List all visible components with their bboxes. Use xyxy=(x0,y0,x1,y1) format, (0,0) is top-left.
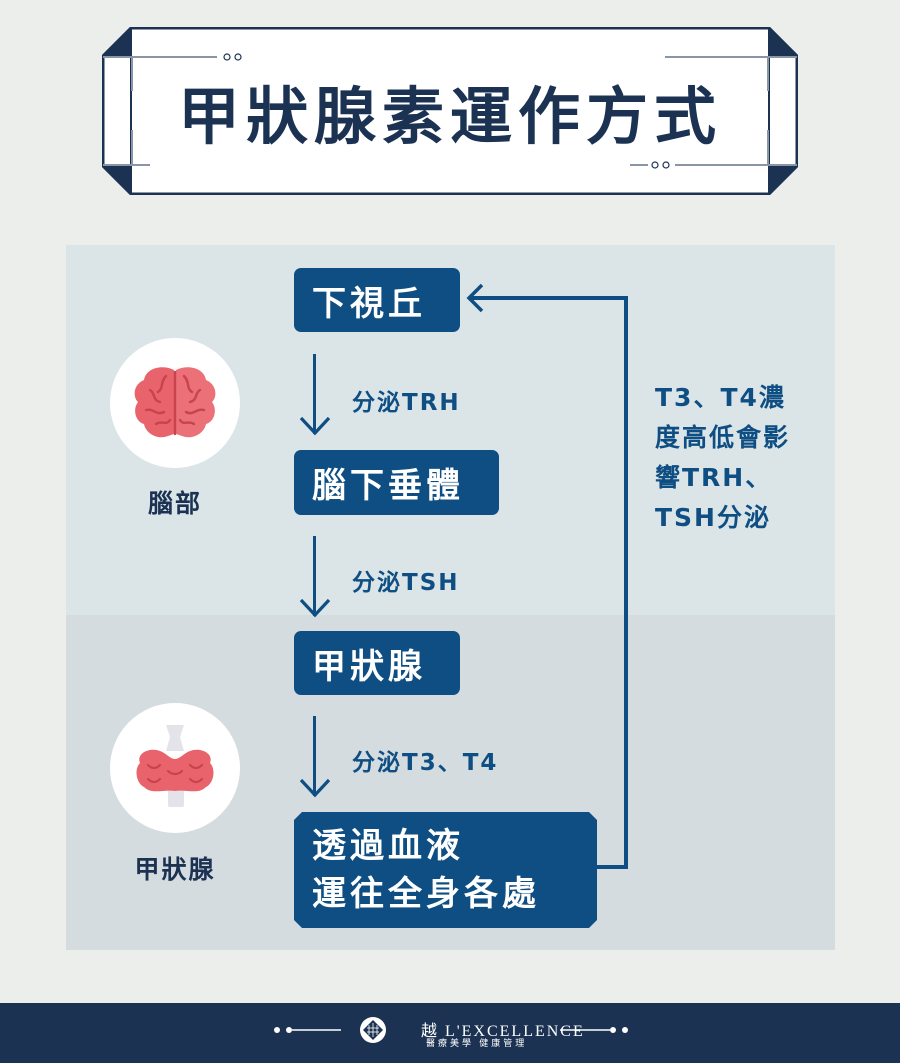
step-label-line2: 運往全身各處 xyxy=(312,874,540,914)
step-label-line1: 透過血液 xyxy=(312,826,464,866)
brain-icon xyxy=(134,367,216,438)
step-label: 腦下垂體 xyxy=(312,466,464,506)
arrow-2-shaft xyxy=(313,536,316,616)
step-pituitary: 腦下垂體 xyxy=(294,450,499,515)
arrow-down-icon xyxy=(299,778,331,798)
feedback-line: 度高低會影 xyxy=(655,423,791,452)
arrow-3-shaft xyxy=(313,716,316,796)
feedback-loop-arrow xyxy=(466,283,628,869)
title-banner: 甲狀腺素運作方式 xyxy=(102,27,798,195)
arrow-1-shaft xyxy=(313,354,316,434)
step-thyroid: 甲狀腺 xyxy=(294,631,460,695)
feedback-line: T3、T4濃 xyxy=(655,383,786,412)
brain-label: 腦部 xyxy=(147,489,202,518)
step-label: 甲狀腺 xyxy=(312,646,426,687)
arrow-down-icon xyxy=(299,598,331,618)
feedback-line: 響TRH、 xyxy=(655,463,773,492)
brand-name: 越 L'EXCELLENCE xyxy=(421,1023,585,1040)
footer-bar xyxy=(0,1003,900,1063)
page-title: 甲狀腺素運作方式 xyxy=(177,80,722,153)
step-hypothalamus: 下視丘 xyxy=(294,268,460,332)
feedback-line: TSH分泌 xyxy=(655,503,771,532)
thyroid-icon xyxy=(136,725,214,807)
arrow-label-trh: 分泌TRH xyxy=(352,390,461,416)
footer-divider-left xyxy=(274,1027,341,1033)
brand-subtitle: 醫療美學 健康管理 xyxy=(426,1038,528,1048)
step-label: 下視丘 xyxy=(312,283,426,324)
title-frame-decoration xyxy=(102,27,798,195)
thyroid-icon-circle xyxy=(110,703,240,833)
arrow-label-t3-t4: 分泌T3、T4 xyxy=(352,750,499,776)
step-bloodstream: 透過血液 運往全身各處 xyxy=(294,812,597,928)
feedback-note: T3、T4濃 度高低會影 響TRH、 TSH分泌 xyxy=(655,378,815,538)
brain-icon-circle xyxy=(110,338,240,468)
thyroid-label: 甲狀腺 xyxy=(134,855,216,884)
arrow-down-icon xyxy=(299,416,331,436)
footer-divider-right xyxy=(560,1027,628,1033)
arrow-label-tsh: 分泌TSH xyxy=(352,570,460,596)
brand-logo-icon xyxy=(360,1017,386,1043)
